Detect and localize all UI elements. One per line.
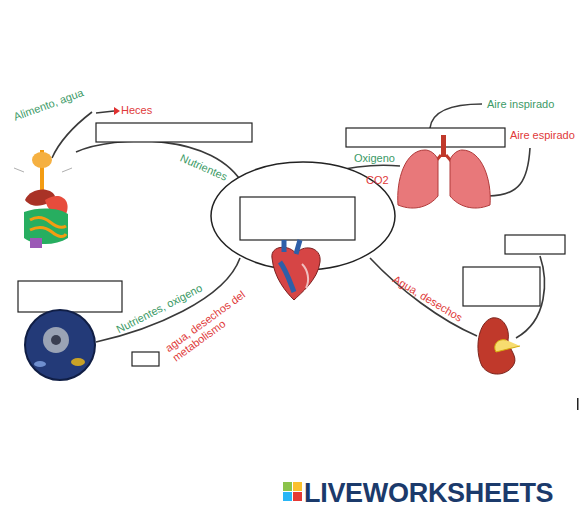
flow-label: Aire inspirado bbox=[487, 98, 554, 110]
answer-box bbox=[240, 197, 355, 240]
logo-icon bbox=[293, 482, 302, 491]
heart bbox=[284, 240, 300, 254]
logo-icon bbox=[293, 492, 302, 501]
flow-label: CO2 bbox=[366, 174, 389, 186]
cell bbox=[43, 327, 69, 353]
connector-lines bbox=[96, 111, 114, 113]
answer-box bbox=[505, 235, 565, 254]
connector-lines bbox=[430, 104, 482, 128]
logo-icon bbox=[283, 482, 302, 501]
cell bbox=[71, 358, 85, 366]
flow-label: Oxigeno bbox=[354, 152, 395, 164]
lungs bbox=[441, 135, 446, 157]
watermark: LIVEWORKSHEETS bbox=[304, 478, 553, 508]
lungs bbox=[450, 150, 490, 208]
cell bbox=[34, 361, 46, 367]
answer-box bbox=[132, 352, 159, 366]
flow-label: Aire espirado bbox=[510, 129, 575, 141]
arrow-head bbox=[114, 107, 120, 115]
answer-box bbox=[96, 123, 252, 142]
digestive-system bbox=[14, 168, 72, 172]
edge-mark bbox=[577, 398, 579, 410]
connector-lines bbox=[52, 104, 544, 342]
lungs bbox=[398, 150, 438, 208]
heart bbox=[272, 247, 320, 300]
answer-box bbox=[18, 281, 122, 312]
flow-label: Nutrientes bbox=[179, 152, 230, 183]
cell bbox=[25, 310, 95, 380]
logo-icon bbox=[283, 492, 292, 501]
connector-lines bbox=[488, 148, 530, 196]
heart bbox=[302, 264, 308, 288]
digestive-system bbox=[30, 217, 66, 236]
edge-mark bbox=[577, 398, 579, 410]
cell bbox=[25, 310, 95, 380]
logo-icon bbox=[283, 482, 292, 491]
digestive-system bbox=[32, 152, 52, 168]
lungs bbox=[398, 135, 491, 208]
connector-lines bbox=[370, 258, 477, 336]
connector-lines bbox=[52, 112, 92, 158]
connector-lines bbox=[76, 141, 244, 186]
heart bbox=[272, 240, 320, 300]
arrow-head bbox=[114, 107, 120, 115]
kidney bbox=[495, 340, 520, 352]
heart bbox=[280, 262, 294, 292]
flow-label: Alimento, agua bbox=[12, 86, 85, 122]
digestive-system bbox=[14, 150, 72, 248]
digestive-system bbox=[30, 238, 42, 248]
kidney bbox=[478, 318, 520, 374]
answer-box bbox=[346, 128, 505, 147]
flow-label: Heces bbox=[121, 104, 152, 116]
flow-label: Agua, desechos bbox=[391, 273, 465, 324]
cell bbox=[51, 335, 61, 345]
answer-box bbox=[463, 267, 540, 306]
